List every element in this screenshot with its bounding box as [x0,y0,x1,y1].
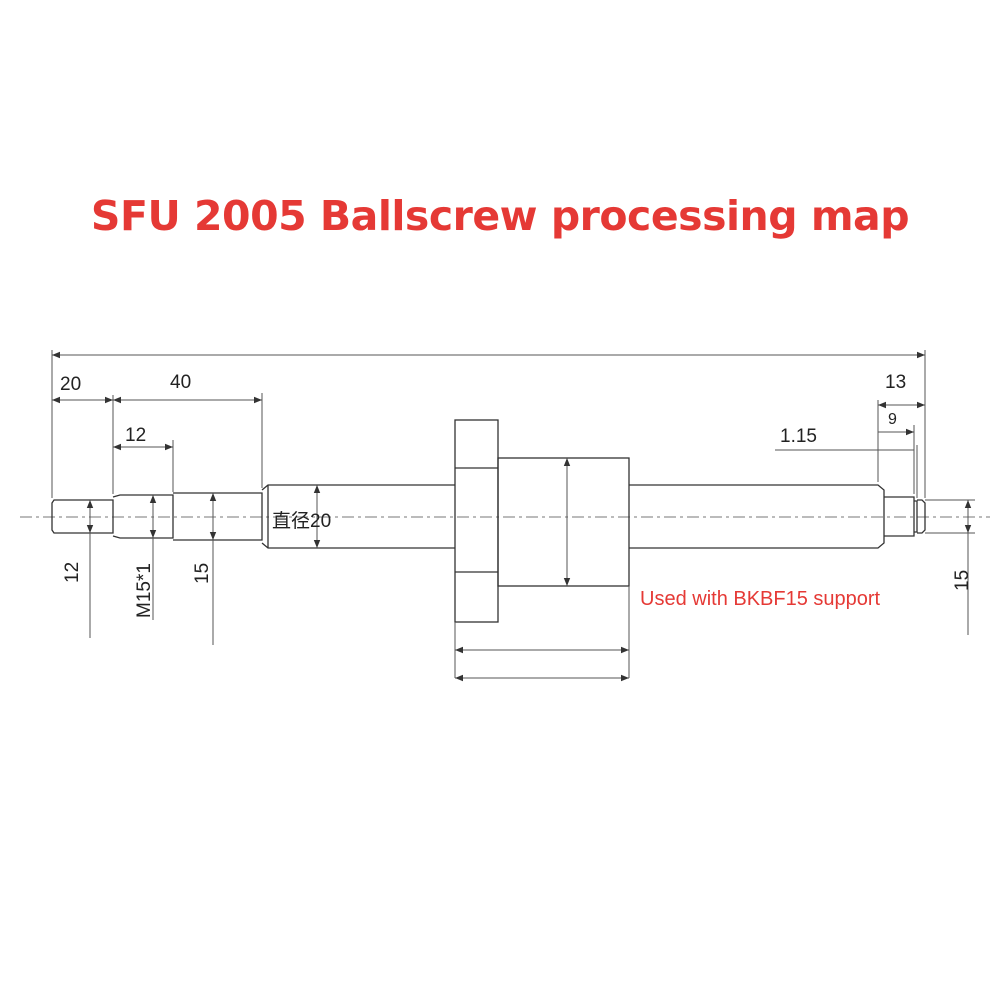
nut-body [497,457,630,587]
nut-flange [454,419,499,623]
right-journal [884,496,915,537]
page-title: SFU 2005 Ballscrew processing map [90,192,910,240]
screw-shaft-right [629,484,885,549]
dim-thread-section-length: 40 [170,372,191,393]
dimension-lines [52,351,972,682]
extension-lines [51,350,975,678]
dim-bearing-diameter: 15 [192,563,213,584]
dim-right-end-diameter: 15 [952,570,973,591]
right-tip [917,499,926,534]
dim-left-end-length: 20 [60,374,81,395]
dim-left-end-diameter: 12 [62,562,83,583]
dim-groove-width: 1.15 [780,426,817,447]
left-journal [51,499,114,534]
support-note: Used with BKBF15 support [640,588,881,610]
dim-thread-length: 12 [125,425,146,446]
shaft-outline [51,419,926,623]
bearing-section [173,492,263,541]
dim-shaft-diameter: 直径20 [272,510,331,532]
thread-section [112,494,174,539]
dim-right-end-length: 13 [885,372,906,393]
dim-thread-spec: M15*1 [134,563,155,618]
right-groove [914,500,918,533]
dim-right-groove-distance: 9 [888,411,897,428]
